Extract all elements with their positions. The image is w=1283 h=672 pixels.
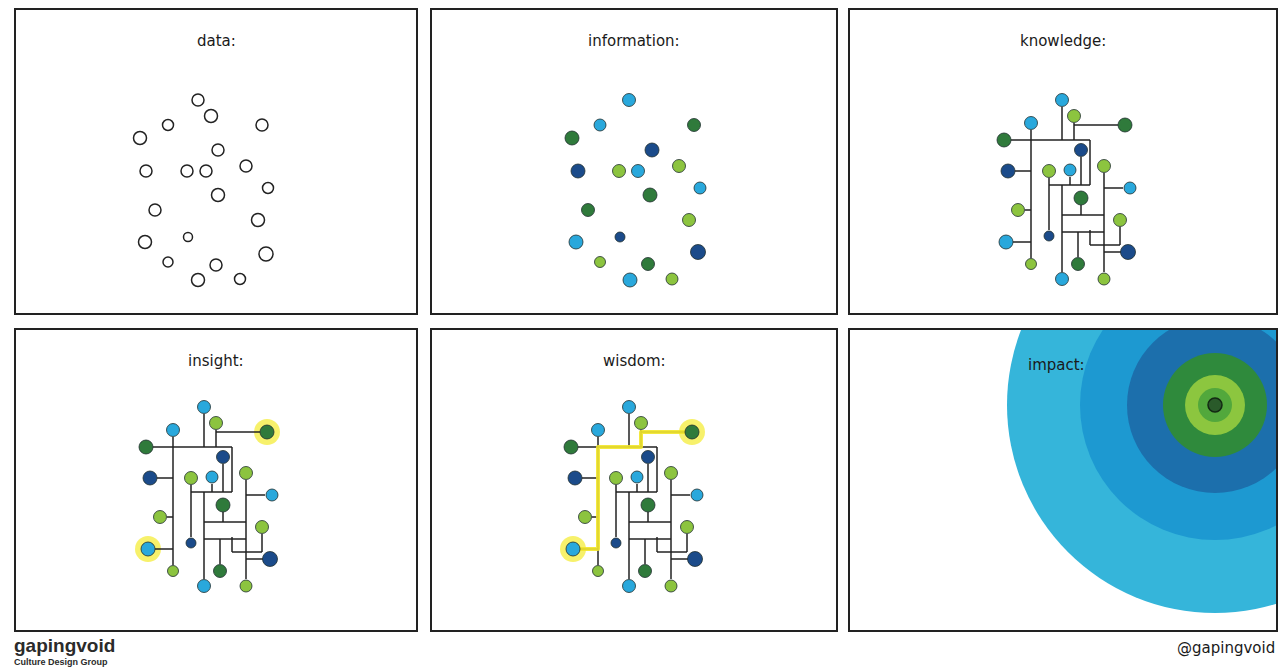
stage-panel: impact: [848, 328, 1278, 632]
brand-tagline: Culture Design Group [14, 658, 108, 668]
stage-panel: wisdom: [430, 328, 838, 632]
insight-network [135, 401, 280, 593]
stage-panel: information: [430, 8, 838, 315]
stage-panel: insight: [14, 328, 418, 632]
stage-heading: information: [588, 32, 680, 50]
data-dots [134, 94, 274, 287]
information-dots [565, 94, 706, 288]
handle-signature: @gapingvoid [1177, 640, 1275, 657]
stage-heading: impact: [1028, 356, 1085, 374]
brand-name: gapingvoid [14, 636, 115, 657]
stage-heading: data: [197, 32, 236, 50]
impact-rings [1007, 330, 1278, 613]
stage-panel: data: [14, 8, 418, 315]
stage-heading: wisdom: [603, 352, 666, 370]
wisdom-network [560, 401, 705, 593]
stage-heading: insight: [188, 352, 244, 370]
stage-heading: knowledge: [1020, 32, 1106, 50]
stage-panel: knowledge: [848, 8, 1278, 315]
